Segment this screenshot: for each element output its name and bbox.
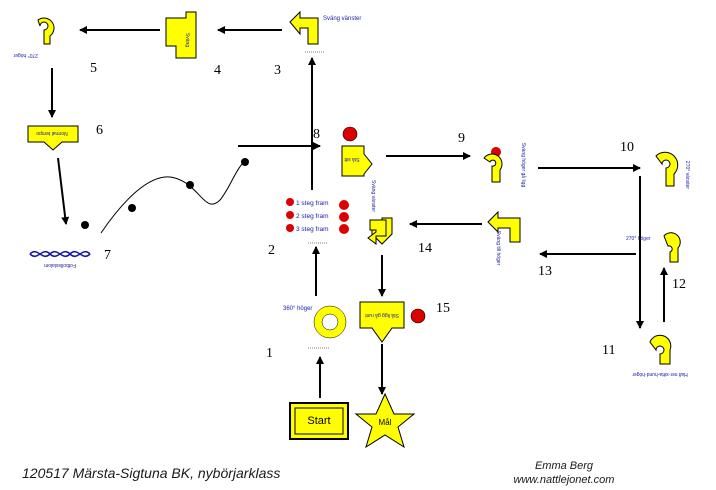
circle-270-icon [663, 232, 681, 263]
sign-12-label: 270° höger [626, 236, 651, 242]
turn-arrow-icon [165, 11, 197, 59]
halt-turn-icon [649, 334, 672, 365]
sign-12: 270° höger 12 [626, 232, 686, 292]
circle-arrow-icon [314, 306, 346, 338]
sign-6-label: Normal tempo [36, 130, 68, 136]
sign-6: Normal tempo 6 [27, 123, 103, 151]
sign-14-label: Sväng vänster [370, 180, 376, 212]
sign-13-label: Sväng till höger [495, 231, 501, 266]
sign-2-number: 2 [268, 243, 275, 258]
goal-sign: Mål [354, 392, 416, 449]
course-title: 120517 Märsta-Sigtuna BK, nybörjarklass [22, 465, 281, 481]
circle-270-icon [37, 17, 55, 45]
sign-15-label: Stå ligg gå runt [365, 312, 399, 319]
sign-5-number: 5 [90, 61, 97, 76]
goal-star-icon [354, 392, 416, 449]
slalom-cone-3 [186, 181, 194, 189]
sign-13-number: 13 [538, 264, 552, 279]
sign-1: 360° höger 1 [266, 305, 347, 361]
author-block: Emma Berg www.nattlejonet.com [505, 459, 623, 487]
sign-5: 270° höger 5 [13, 17, 97, 76]
sign-3: Sväng vänster 3 [274, 10, 361, 78]
sign-9-label: Sväng höger gå ligg [520, 143, 527, 188]
author-name: Emma Berg [534, 460, 594, 472]
sign-7-number: 7 [104, 248, 111, 263]
sign-7: Fotbollsslalom 7 [29, 248, 111, 268]
sign-1-label: 360° höger [283, 306, 312, 312]
slalom-cone-1 [81, 221, 89, 229]
sign-6-number: 6 [96, 123, 103, 138]
sign-11-label: Halt ner-sitta-hund-höger [632, 371, 688, 377]
sign-7-label: Fotbollsslalom [44, 262, 76, 268]
step-label-3: 3 steg fram [296, 226, 329, 233]
sign-9-number: 9 [458, 131, 465, 146]
sign-8-number: 8 [313, 127, 320, 142]
stand-arrow-icon [341, 145, 373, 177]
circle-270-icon [655, 151, 679, 187]
sign-5-label: 270° höger [13, 52, 38, 58]
sign-14-number: 14 [418, 241, 432, 256]
turn-right-icon [487, 210, 521, 243]
turn-right-down-icon [483, 153, 503, 183]
sign-4-label: Sväng [184, 33, 190, 47]
slalom-wave [100, 159, 247, 234]
sign-12-number: 12 [672, 277, 686, 292]
step-label-1: 1 steg fram [296, 200, 329, 207]
slalom-cone-2 [128, 204, 136, 212]
sign-3-number: 3 [274, 63, 281, 78]
sign-13: Sväng till höger 13 [487, 210, 552, 279]
sign-11-number: 11 [602, 343, 615, 358]
sign-2: 1 steg fram 2 steg fram 3 steg fram 2 [268, 198, 349, 258]
sign-8: Stå sitt 8 [313, 126, 373, 177]
slalom-cone-4 [241, 158, 249, 166]
sign-15-number: 15 [436, 301, 450, 316]
down-arrow-icon [359, 301, 405, 343]
step-stop-icon [286, 198, 294, 206]
sign-10: 270° vänster 10 [620, 140, 690, 189]
sign-10-number: 10 [620, 140, 634, 155]
arrow-6-to-7 [57, 157, 70, 225]
sign-3-label: Sväng vänster [323, 16, 361, 22]
start-sign: Start [289, 402, 349, 440]
stop-icon [342, 126, 358, 142]
slalom-path [81, 158, 249, 234]
start-label: Start [307, 415, 330, 427]
goal-label: Mål [379, 418, 392, 427]
sign-4-number: 4 [214, 63, 221, 78]
sign-4: Sväng 4 [165, 11, 221, 78]
sign-14: Sväng vänster 14 [367, 180, 432, 256]
author-website: www.nattlejonet.com [513, 474, 615, 486]
stop-icon [410, 308, 426, 324]
course-arrows [48, 26, 668, 398]
sign-9: Sväng höger gå ligg 9 [458, 131, 527, 187]
sign-15: Stå ligg gå runt 15 [359, 301, 450, 343]
sign-1-number: 1 [266, 346, 273, 361]
sign-11: Halt ner-sitta-hund-höger 11 [602, 334, 688, 377]
sign-10-label: 270° vänster [684, 161, 690, 189]
sign-8-label: Stå sitt [344, 156, 360, 163]
tempo-arrow-icon [27, 125, 79, 151]
turn-left-arrow-icon [289, 10, 319, 45]
step-label-2: 2 steg fram [296, 213, 329, 220]
